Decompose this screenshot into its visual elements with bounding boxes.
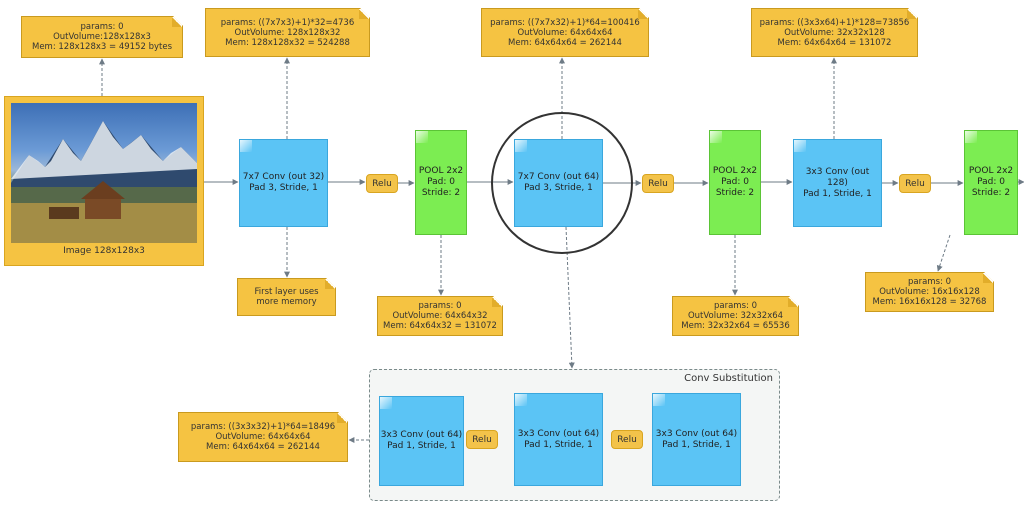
pool2-line-1: POOL 2x2 [712, 166, 758, 176]
input-image-frame: Image 128x128x3 [4, 96, 204, 266]
conv3-line-1: 3x3 Conv (out 128) [805, 166, 870, 188]
pool1-line-3: Stride: 2 [421, 188, 461, 198]
note-line: Mem: 128x128x32 = 524288 [225, 37, 350, 48]
note-line: more memory [256, 297, 317, 307]
input-image-note: params: 0 OutVolume:128x128x3 Mem: 128x1… [21, 16, 183, 58]
pool2-note: params: 0 OutVolume: 32x32x64 Mem: 32x32… [672, 296, 799, 336]
pool2-line-2: Pad: 0 [721, 177, 749, 187]
pool1-line-2: Pad: 0 [427, 177, 455, 187]
note-line: OutVolume: 32x32x128 [784, 27, 885, 38]
mountain-landscape-picture [11, 121, 197, 243]
pool2-layer-box: POOL 2x2 Pad: 0 Stride: 2 [709, 130, 761, 235]
sub-conv3-line-1: 3x3 Conv (out 64) [655, 428, 738, 439]
substitution-conv2-box: 3x3 Conv (out 64) Pad 1, Stride, 1 [514, 393, 603, 486]
note-line: params: ((3x3x64)+1)*128=73856 [759, 17, 910, 28]
note-line: Mem: 16x16x128 = 32768 [872, 297, 987, 307]
substitution-relu2-block: Relu [611, 430, 643, 449]
conv1-layer-box: 7x7 Conv (out 32) Pad 3, Stride, 1 [239, 139, 328, 227]
conv1-line-1: 7x7 Conv (out 32) [242, 172, 325, 182]
connector-conv2-to-substitution [565, 226, 575, 369]
note-line: params: 0 [714, 301, 757, 311]
conv1-note: params: ((7x7x3)+1)*32=4736 OutVolume: 1… [205, 8, 370, 57]
note-line: params: ((7x7x32)+1)*64=100416 [490, 17, 640, 28]
first-layer-memory-note: First layer uses more memory [237, 278, 336, 316]
input-image [11, 103, 197, 243]
sub-conv1-line-1: 3x3 Conv (out 64) [380, 430, 463, 440]
pool1-layer-box: POOL 2x2 Pad: 0 Stride: 2 [415, 130, 467, 235]
note-line: OutVolume:128x128x3 [53, 32, 151, 42]
sub-conv2-line-1: 3x3 Conv (out 64) [517, 428, 600, 439]
note-line: Mem: 64x64x32 = 131072 [383, 321, 497, 331]
note-line: Mem: 128x128x3 = 49152 bytes [31, 42, 172, 52]
pool3-line-2: Pad: 0 [977, 177, 1005, 187]
note-line: params: 0 [908, 277, 951, 287]
note-line: Mem: 64x64x64 = 262144 [508, 37, 622, 48]
conv2-note: params: ((7x7x32)+1)*64=100416 OutVolume… [481, 8, 649, 57]
note-line: params: ((3x3x32)+1)*64=18496 [190, 422, 336, 432]
note-line: OutVolume: 64x64x64 [517, 27, 613, 38]
sub-conv1-line-2: Pad 1, Stride, 1 [387, 441, 456, 451]
pool3-note: params: 0 OutVolume: 16x16x128 Mem: 16x1… [865, 272, 994, 312]
note-line: OutVolume: 128x128x32 [234, 27, 341, 38]
conv2-layer-box: 7x7 Conv (out 64) Pad 3, Stride, 1 [514, 139, 603, 227]
conv2-line-1: 7x7 Conv (out 64) [517, 172, 600, 182]
conv-substitution-title: Conv Substitution [684, 373, 773, 384]
conv3-line-2: Pad 1, Stride, 1 [803, 188, 872, 199]
note-line: OutVolume: 32x32x64 [687, 311, 784, 321]
connector-pool3-to-note [936, 234, 951, 272]
relu1-block: Relu [366, 174, 398, 193]
pool3-line-1: POOL 2x2 [968, 166, 1014, 176]
note-line: Mem: 32x32x64 = 65536 [681, 321, 790, 331]
pool3-line-3: Stride: 2 [971, 188, 1011, 198]
substitution-conv-note: params: ((3x3x32)+1)*64=18496 OutVolume:… [178, 412, 348, 462]
conv2-line-2: Pad 3, Stride, 1 [524, 183, 593, 193]
sub-conv2-line-2: Pad 1, Stride, 1 [524, 439, 593, 450]
substitution-relu1-block: Relu [466, 430, 498, 449]
pool2-line-3: Stride: 2 [715, 188, 755, 198]
note-line: params: ((7x7x3)+1)*32=4736 [220, 17, 355, 28]
pool3-layer-box: POOL 2x2 Pad: 0 Stride: 2 [964, 130, 1018, 235]
conv3-note: params: ((3x3x64)+1)*128=73856 OutVolume… [751, 8, 918, 57]
substitution-conv3-box: 3x3 Conv (out 64) Pad 1, Stride, 1 [652, 393, 741, 486]
relu2-block: Relu [642, 174, 674, 193]
pool1-line-1: POOL 2x2 [418, 166, 464, 176]
substitution-conv1-box: 3x3 Conv (out 64) Pad 1, Stride, 1 [379, 396, 464, 486]
pool1-note: params: 0 OutVolume: 64x64x32 Mem: 64x64… [377, 296, 503, 336]
note-line: OutVolume: 64x64x64 [215, 432, 311, 442]
relu3-block: Relu [899, 174, 931, 193]
note-line: OutVolume: 16x16x128 [879, 287, 980, 297]
note-line: Mem: 64x64x64 = 262144 [206, 442, 320, 452]
sub-conv3-line-2: Pad 1, Stride, 1 [662, 439, 731, 450]
note-line: OutVolume: 64x64x32 [392, 311, 488, 321]
note-line: params: 0 [418, 301, 462, 311]
input-image-caption: Image 128x128x3 [63, 246, 145, 256]
conv3-layer-box: 3x3 Conv (out 128) Pad 1, Stride, 1 [793, 139, 882, 227]
conv1-line-2: Pad 3, Stride, 1 [249, 183, 318, 193]
note-line: Mem: 64x64x64 = 131072 [777, 37, 892, 48]
note-line: First layer uses [254, 287, 319, 297]
conv2-highlight-circle [491, 112, 633, 254]
note-line: params: 0 [80, 22, 124, 32]
